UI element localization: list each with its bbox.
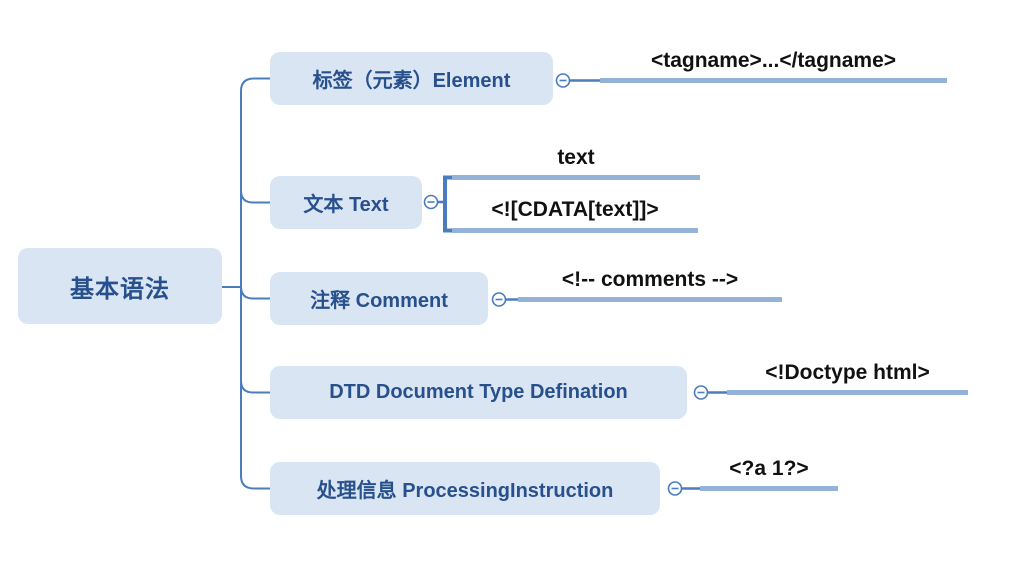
- collapse-minus-circle-icon[interactable]: [423, 194, 439, 210]
- branch-topic-element[interactable]: 标签（元素）Element: [270, 52, 553, 105]
- collapse-minus-circle-icon[interactable]: [555, 73, 571, 88]
- root-topic[interactable]: 基本语法: [18, 248, 222, 324]
- collapse-minus-circle-icon[interactable]: [491, 292, 507, 307]
- connector-branch-comment: [240, 286, 270, 300]
- branch-topic-dtd[interactable]: DTD Document Type Defination: [270, 366, 687, 419]
- branch-topic-processing-instruction[interactable]: 处理信息 ProcessingInstruction: [270, 462, 660, 515]
- collapse-minus-circle-icon[interactable]: [693, 385, 709, 400]
- branch-topic-comment[interactable]: 注释 Comment: [270, 272, 488, 325]
- leaf-topic-tagname[interactable]: <tagname>...</tagname>: [600, 44, 947, 83]
- leaf-topic-pi[interactable]: <?a 1?>: [700, 452, 838, 491]
- connector-branch-text: [240, 190, 270, 204]
- connector-trunk: [240, 77, 270, 490]
- leaf-topic-comments[interactable]: <!-- comments -->: [518, 263, 782, 302]
- connector-branch-dtd: [240, 380, 270, 394]
- leaf-topic-text[interactable]: text: [452, 141, 700, 180]
- connector-leaf-text-bracket: [443, 175, 452, 233]
- leaf-topic-doctype[interactable]: <!Doctype html>: [727, 356, 968, 395]
- collapse-minus-circle-icon[interactable]: [667, 481, 683, 496]
- branch-topic-text[interactable]: 文本 Text: [270, 176, 422, 229]
- leaf-topic-cdata[interactable]: <![CDATA[text]]>: [452, 192, 698, 233]
